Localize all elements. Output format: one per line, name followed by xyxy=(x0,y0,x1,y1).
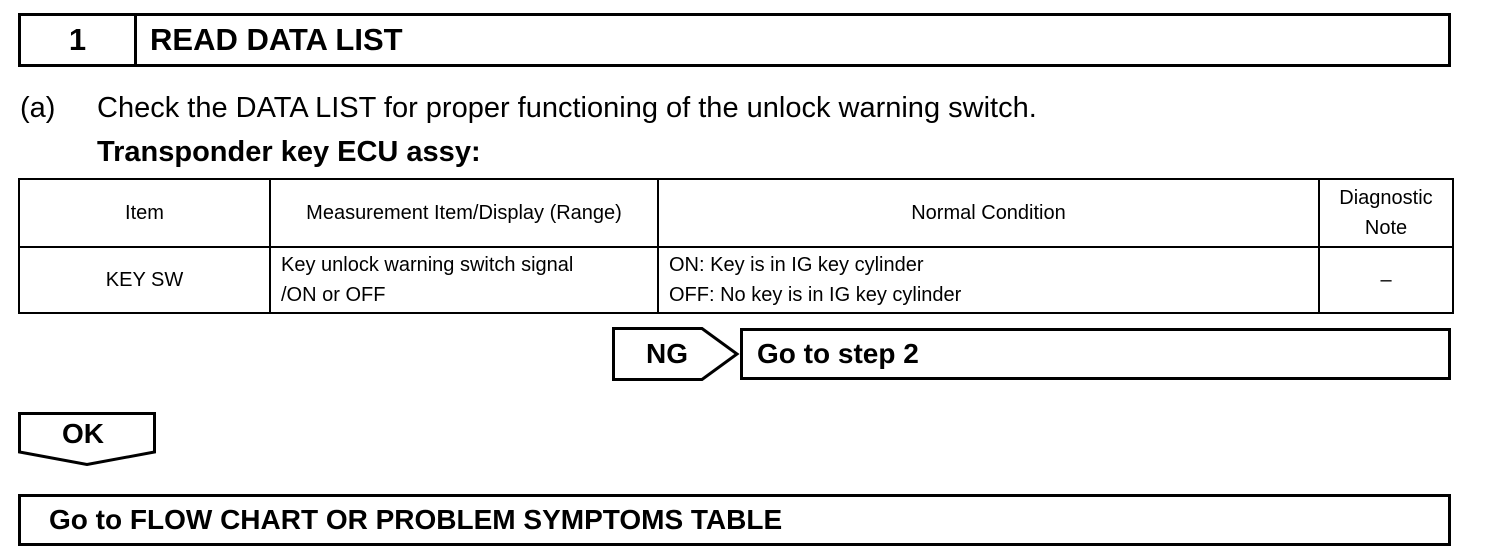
ng-arrow-icon xyxy=(612,327,740,381)
cell-normal-condition: ON: Key is in IG key cylinder OFF: No ke… xyxy=(657,246,1320,314)
header-diagnostic-note: Diagnostic Note xyxy=(1318,178,1454,248)
cell-measurement-line1: Key unlock warning switch signal xyxy=(281,254,574,276)
header-measurement: Measurement Item/Display (Range) xyxy=(269,178,659,248)
table-row: KEY SW Key unlock warning switch signal … xyxy=(18,246,1454,314)
cell-diagnostic-note: – xyxy=(1318,246,1454,314)
step-number: 1 xyxy=(21,16,137,64)
header-diagnostic-line1: Diagnostic xyxy=(1339,187,1433,209)
table-subheading: Transponder key ECU assy: xyxy=(97,136,481,168)
header-item: Item xyxy=(18,178,271,248)
cell-normal-line2: OFF: No key is in IG key cylinder xyxy=(669,284,962,306)
cell-measurement: Key unlock warning switch signal /ON or … xyxy=(269,246,659,314)
step-header: 1 READ DATA LIST xyxy=(18,13,1451,67)
ng-result-box: Go to step 2 xyxy=(740,328,1451,380)
final-result-box: Go to FLOW CHART OR PROBLEM SYMPTOMS TAB… xyxy=(18,494,1451,546)
step-title: READ DATA LIST xyxy=(150,22,403,57)
instruction-label: (a) xyxy=(20,92,56,124)
table-header-row: Item Measurement Item/Display (Range) No… xyxy=(18,178,1454,248)
ok-label: OK xyxy=(62,418,104,449)
instruction-text: Check the DATA LIST for proper functioni… xyxy=(97,92,1037,124)
ok-arrow-icon xyxy=(18,412,156,466)
cell-item: KEY SW xyxy=(18,246,271,314)
header-diagnostic-line2: Note xyxy=(1364,217,1408,239)
cell-normal-line1: ON: Key is in IG key cylinder xyxy=(669,254,924,276)
cell-measurement-line2: /ON or OFF xyxy=(281,284,386,306)
header-normal-condition: Normal Condition xyxy=(657,178,1320,248)
ng-label: NG xyxy=(646,338,688,369)
data-list-table: Item Measurement Item/Display (Range) No… xyxy=(18,178,1454,314)
